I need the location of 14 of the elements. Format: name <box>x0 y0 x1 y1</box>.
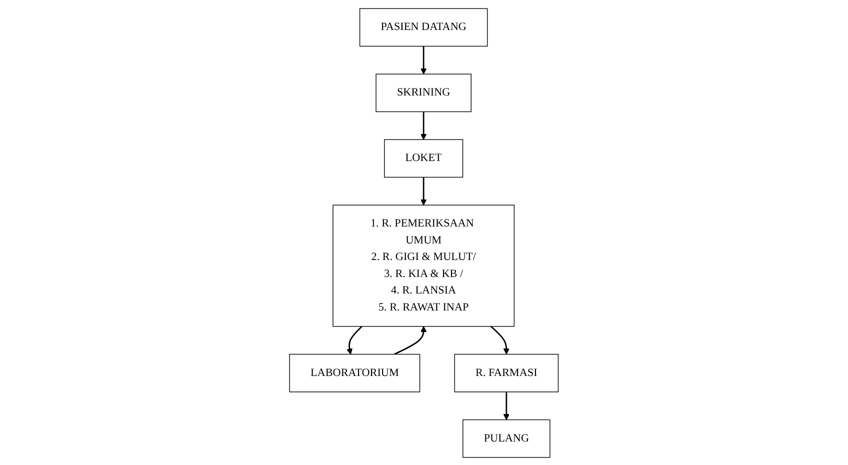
node-box: PASIEN DATANG <box>360 8 488 46</box>
arrow <box>420 46 427 74</box>
arrow <box>420 176 427 205</box>
node-box: LABORATORIUM <box>289 353 420 392</box>
arrow <box>420 111 427 140</box>
arrow <box>394 326 427 354</box>
node-box: PULANG <box>462 418 550 458</box>
node-box: LOKET <box>384 138 464 178</box>
node-box: SKRINING <box>376 73 472 112</box>
node-box: R. FARMASI <box>454 353 559 392</box>
arrow <box>503 391 510 420</box>
arrow <box>490 325 510 354</box>
arrow <box>346 325 362 354</box>
node-box: 1. R. PEMERIKSAAN UMUM 2. R. GIGI & MULUT/ 3. R. KIA & KB / 4. R. LANSIA 5. R. RAWAT INAP <box>332 204 515 326</box>
